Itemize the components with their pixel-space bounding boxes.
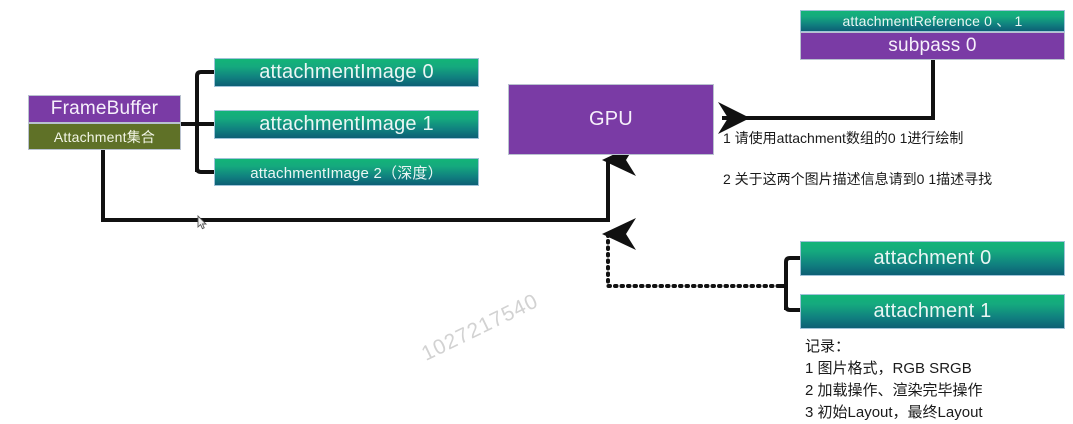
record-note-line-2: 2 加载操作、渲染完毕操作 [805,382,983,399]
subpass-label: subpass 0 [888,35,977,56]
subpass-reference-box[interactable]: attachmentReference 0 、 1 [800,10,1065,32]
watermark: 1027217540 [418,289,543,366]
dotted-line-attachments-to-gpu [602,218,781,288]
gpu-note-2: 2 关于这两个图片描述信息请到0 1描述寻找 [723,171,993,187]
attachment-image-0-box[interactable]: attachmentImage 0 [214,58,479,87]
record-note-line-3: 3 初始Layout，最终Layout [805,404,983,421]
record-note-line-1: 1 图片格式，RGB SRGB [805,360,972,377]
record-note-heading: 记录： [805,338,851,355]
framebuffer-subtitle: Attachment集合 [53,128,156,145]
attachment-1-label: attachment 1 [873,300,992,322]
attachment-image-1-box[interactable]: attachmentImage 1 [214,110,479,139]
framebuffer-subtitle-box[interactable]: Attachment集合 [28,123,181,150]
attachment-image-0-label: attachmentImage 0 [259,61,434,83]
bracket-attachments [779,256,800,312]
attachment-image-2-label: attachmentImage 2（深度） [250,164,443,182]
subpass-reference-label: attachmentReference 0 、 1 [842,13,1023,29]
attachment-0-box[interactable]: attachment 0 [800,241,1065,276]
line-subpass-to-gpu [718,60,935,134]
gpu-label: GPU [589,108,633,130]
mouse-cursor [197,215,208,230]
framebuffer-title: FrameBuffer [50,98,159,119]
attachment-1-box[interactable]: attachment 1 [800,294,1065,329]
attachment-image-2-box[interactable]: attachmentImage 2（深度） [214,158,479,186]
attachment-0-label: attachment 0 [873,247,992,269]
attachment-image-1-label: attachmentImage 1 [259,113,434,135]
gpu-box[interactable]: GPU [508,84,714,155]
bracket-framebuffer-images [181,70,214,174]
gpu-note-1: 1 请使用attachment数组的0 1进行绘制 [723,130,964,146]
framebuffer-title-box[interactable]: FrameBuffer [28,95,181,123]
subpass-box[interactable]: subpass 0 [800,32,1065,60]
